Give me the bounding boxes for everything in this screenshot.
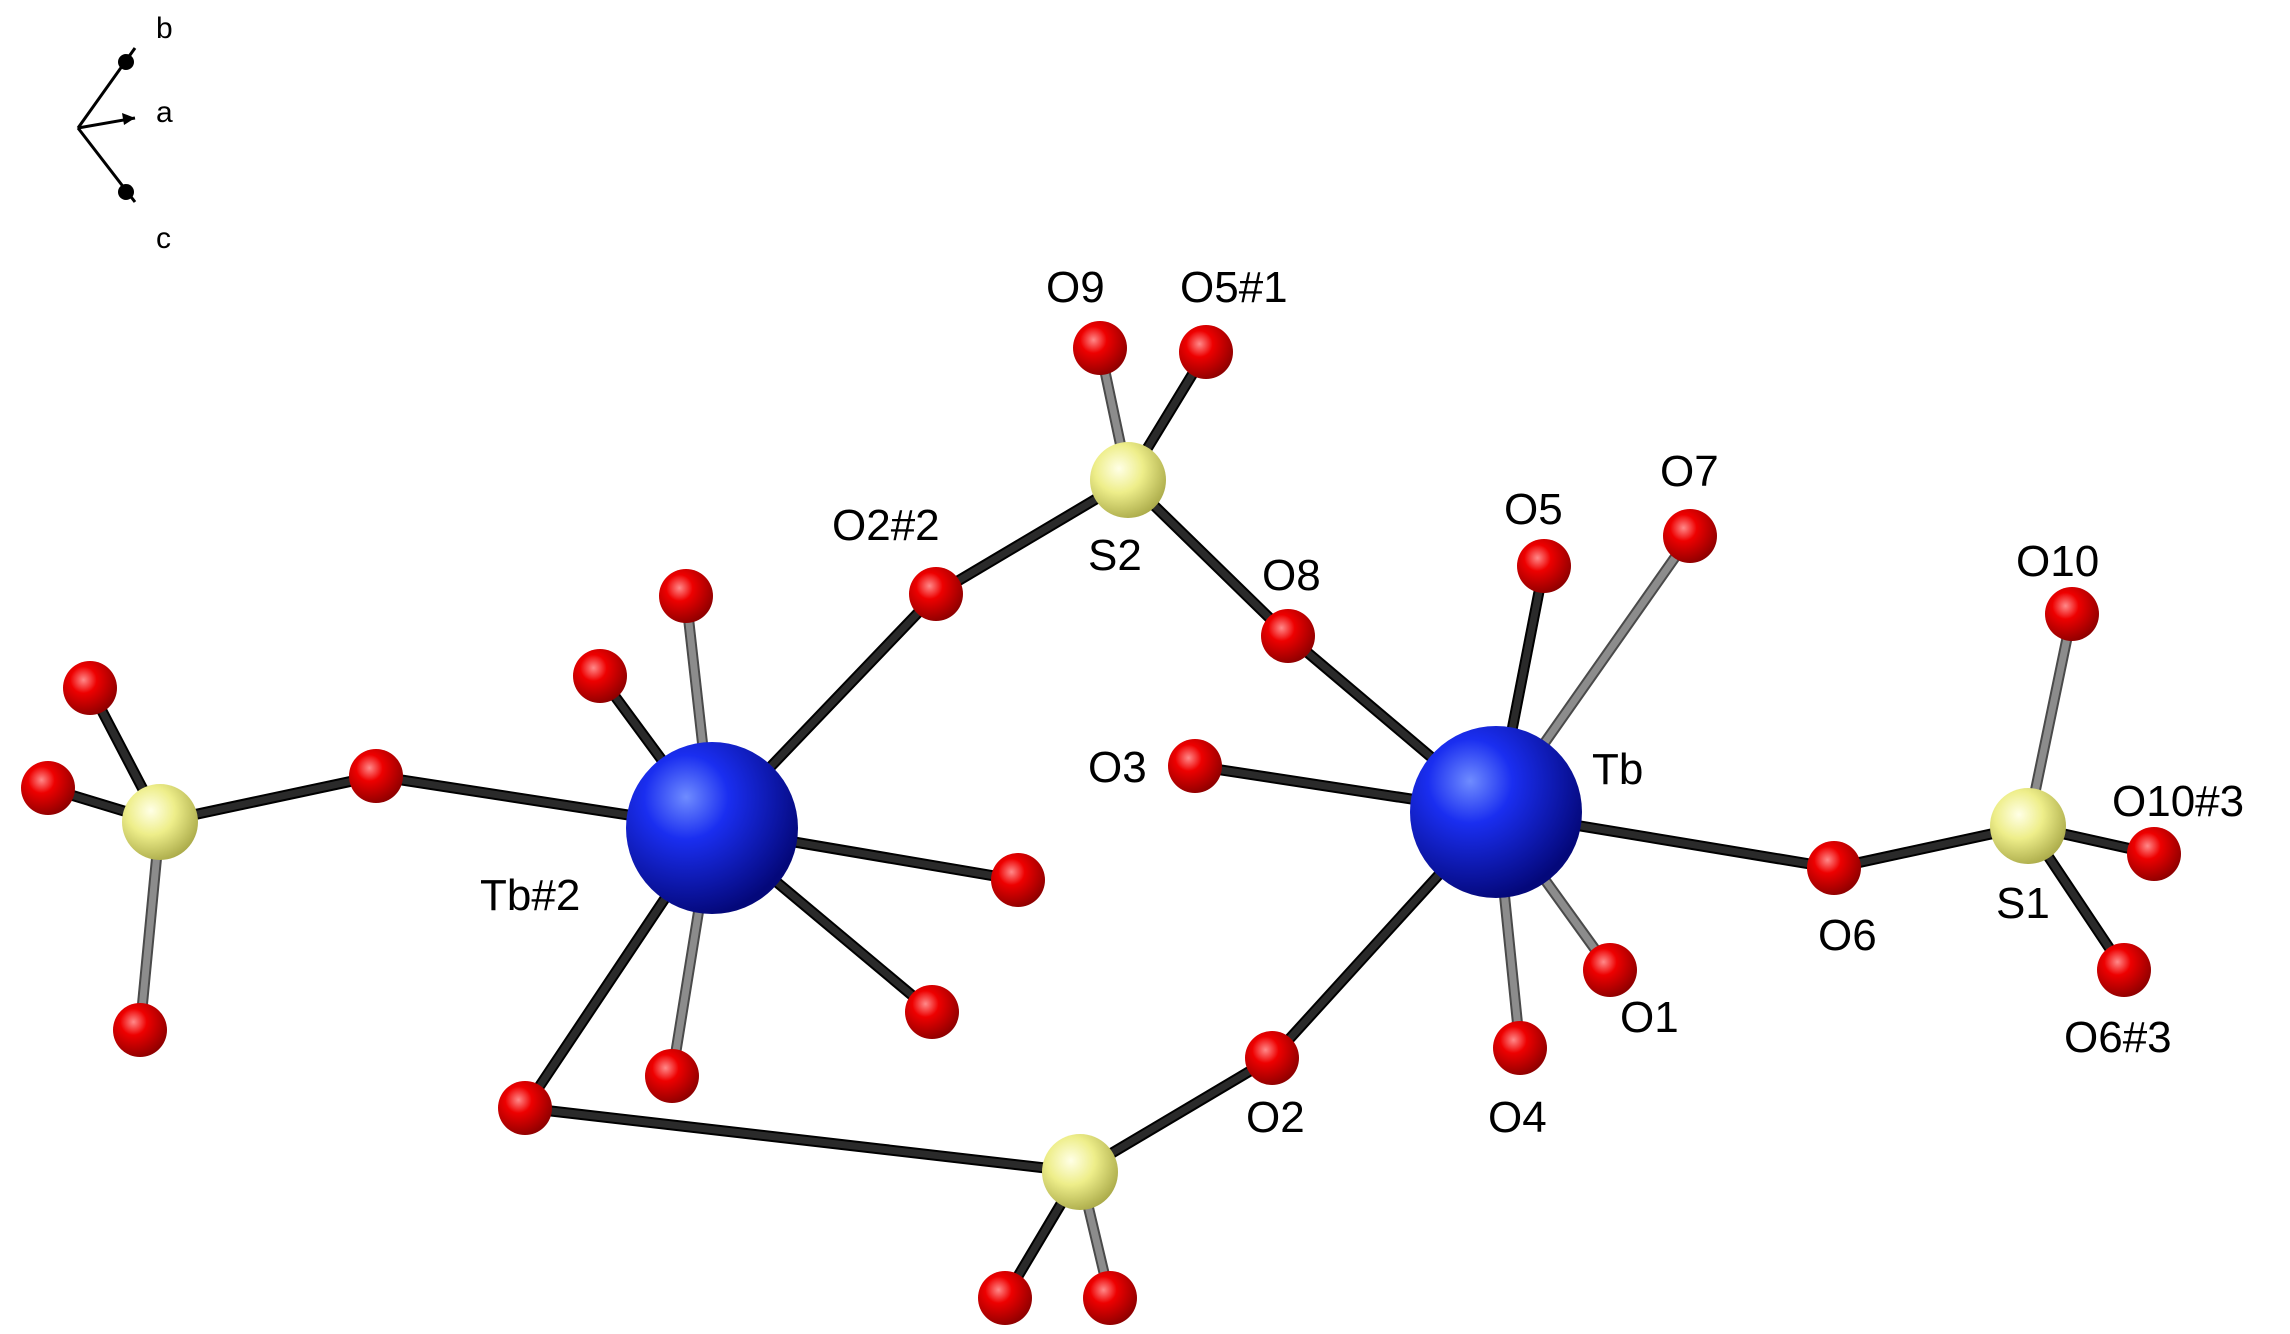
- atoms: [21, 321, 2181, 1325]
- axes-indicator: b a c: [76, 12, 173, 255]
- atom-o-q11: [978, 1271, 1032, 1325]
- atom-o-o9: [1073, 321, 1127, 375]
- atom-o-o6: [1807, 841, 1861, 895]
- atom-o-q6: [645, 1049, 699, 1103]
- atom-tb-tb2: [626, 742, 798, 914]
- label-o6_3: O6#3: [2064, 1013, 2172, 1062]
- label-tb: Tb: [1592, 745, 1643, 794]
- atom-o-q9: [21, 761, 75, 815]
- label-o6: O6: [1818, 911, 1877, 960]
- label-o4: O4: [1488, 1093, 1547, 1142]
- atom-o-q1: [659, 569, 713, 623]
- label-s2: S2: [1088, 531, 1142, 580]
- axis-b-label: b: [156, 12, 173, 45]
- atom-o-o5_1: [1179, 325, 1233, 379]
- label-o5: O5: [1504, 485, 1563, 534]
- atom-o-q10: [113, 1003, 167, 1057]
- label-o9: O9: [1046, 263, 1105, 312]
- label-s1: S1: [1996, 879, 2050, 928]
- atom-o-o5: [1517, 539, 1571, 593]
- label-o1: O1: [1620, 993, 1679, 1042]
- axis-c-label: c: [156, 222, 171, 255]
- axis-a-label: a: [156, 96, 173, 129]
- atom-s-s1: [1990, 788, 2066, 864]
- atom-o-o6_3: [2097, 943, 2151, 997]
- atom-o-o4: [1493, 1021, 1547, 1075]
- atom-o-q7: [498, 1081, 552, 1135]
- atom-tb-tb: [1410, 726, 1582, 898]
- label-o3: O3: [1088, 743, 1147, 792]
- atom-o-o3: [1168, 739, 1222, 793]
- atom-o-o1: [1583, 943, 1637, 997]
- atom-s-s4: [1042, 1134, 1118, 1210]
- label-o5_1: O5#1: [1180, 263, 1288, 312]
- atom-o-o7: [1663, 509, 1717, 563]
- atom-o-o8: [1261, 609, 1315, 663]
- label-o2: O2: [1246, 1093, 1305, 1142]
- label-o10_3: O10#3: [2112, 777, 2244, 826]
- atom-o-o10_3: [2127, 827, 2181, 881]
- label-o8: O8: [1262, 551, 1321, 600]
- label-o7: O7: [1660, 447, 1719, 496]
- atom-o-o2: [1245, 1031, 1299, 1085]
- bond-s4-q7: [524, 1104, 1081, 1176]
- label-o10: O10: [2016, 537, 2099, 586]
- atom-o-q12: [1083, 1271, 1137, 1325]
- axis-c-marker: [118, 184, 134, 200]
- axis-a-arrowhead: [122, 113, 135, 125]
- atom-o-q2: [573, 649, 627, 703]
- atom-o-q8: [63, 661, 117, 715]
- atom-o-o10: [2045, 587, 2099, 641]
- label-o2_2: O2#2: [832, 501, 940, 550]
- axis-b-marker: [118, 54, 134, 70]
- atom-o-o2_2: [909, 567, 963, 621]
- atom-o-q3: [991, 853, 1045, 907]
- atom-s-s2: [1090, 442, 1166, 518]
- atom-o-q4: [349, 749, 403, 803]
- label-tb2: Tb#2: [480, 871, 580, 920]
- atom-o-q5: [905, 985, 959, 1039]
- atom-s-s3: [122, 784, 198, 860]
